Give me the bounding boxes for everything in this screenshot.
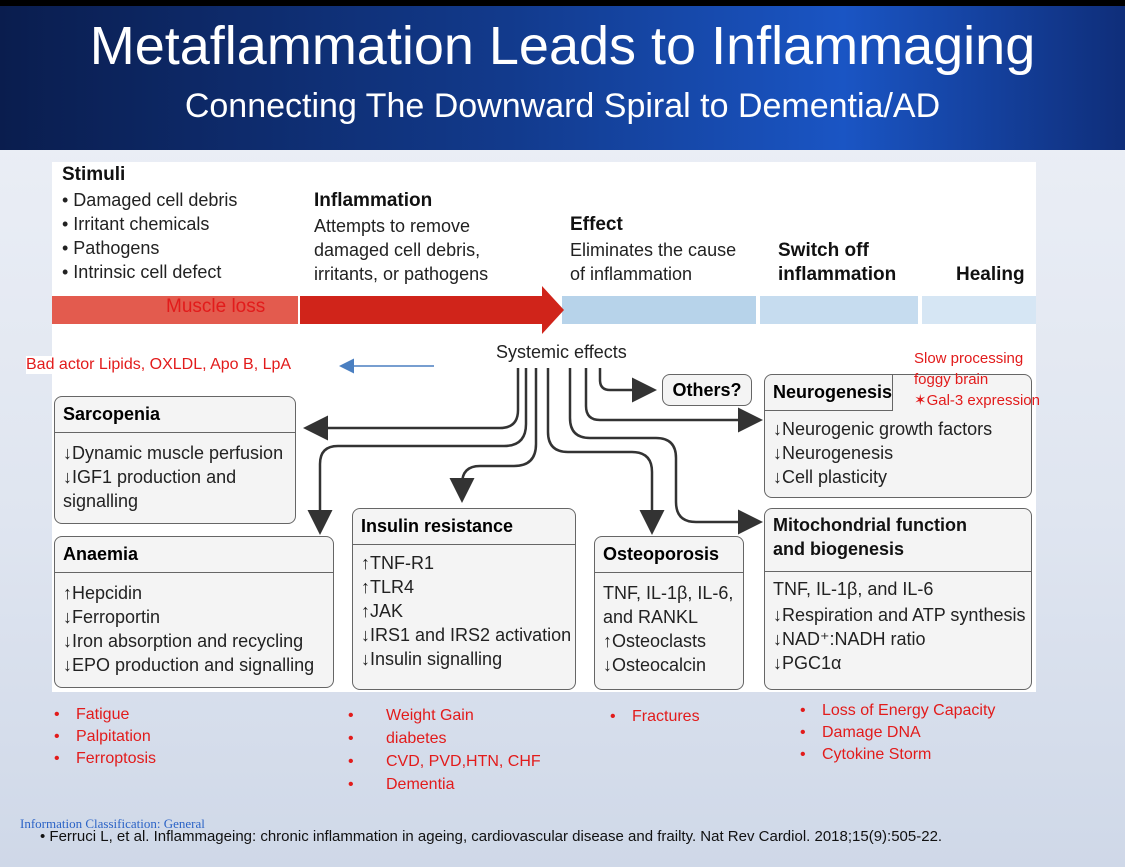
anaemia-title: Anaemia bbox=[55, 537, 333, 573]
stage-bar-healing bbox=[922, 296, 1036, 324]
inflammation-figure: Stimuli • Damaged cell debris • Irritant… bbox=[52, 162, 1036, 692]
systemic-effects-label: Systemic effects bbox=[496, 342, 627, 362]
sarcopenia-line: ↓IGF1 production and bbox=[63, 467, 237, 487]
classification-label: Information Classification: General bbox=[20, 816, 205, 831]
arrow-to-sarcopenia bbox=[303, 368, 520, 441]
effect-line: of inflammation bbox=[570, 264, 693, 284]
arrow-to-neurogenesis bbox=[584, 368, 763, 433]
slide-title: Metaflammation Leads to Inflammaging bbox=[89, 16, 1036, 76]
list-item: •Cytokine Storm bbox=[800, 746, 932, 763]
stimuli-heading: Stimuli bbox=[62, 164, 126, 185]
neurogenesis-title: Neurogenesis bbox=[765, 375, 893, 411]
mitochondrial-line: TNF, IL-1β, and IL-6 bbox=[773, 579, 934, 599]
list-item: •Weight Gain bbox=[348, 707, 474, 724]
diagram-connectors bbox=[303, 286, 763, 535]
mitochondrial-header: Mitochondrial function and biogenesis bbox=[765, 509, 1031, 572]
slide-subtitle: Connecting The Downward Spiral to Dement… bbox=[184, 87, 941, 125]
stage-bar-inflammation bbox=[300, 296, 550, 324]
slide-header: Metaflammation Leads to Inflammaging Con… bbox=[0, 0, 1125, 150]
neurogenesis-line: ↓Cell plasticity bbox=[773, 467, 888, 487]
bad-actor-label: Bad actor Lipids, OXLDL, Apo B, LpA bbox=[26, 356, 292, 374]
list-item: •Fatigue bbox=[54, 706, 130, 723]
inflammation-heading: Inflammation bbox=[314, 190, 433, 211]
inflammation-line: irritants, or pathogens bbox=[314, 264, 489, 284]
list-item: •Loss of Energy Capacity bbox=[800, 702, 996, 719]
citation: • Ferruci L, et al. Inflammageing: chron… bbox=[40, 828, 943, 845]
insulin-title: Insulin resistance bbox=[353, 509, 575, 545]
osteoporosis-line: TNF, IL-1β, IL-6, bbox=[603, 583, 734, 603]
list-item: •diabetes bbox=[348, 730, 447, 747]
inflammation-line: damaged cell debris, bbox=[314, 240, 481, 260]
muscle-loss-label: Muscle loss bbox=[166, 296, 266, 317]
list-item: •Damage DNA bbox=[800, 724, 921, 741]
anaemia-line: ↑Hepcidin bbox=[63, 583, 143, 603]
insulin-line: ↓IRS1 and IRS2 activation bbox=[361, 625, 572, 645]
osteoporosis-title: Osteoporosis bbox=[595, 537, 743, 573]
side-note-line: ✶Gal-3 expression bbox=[914, 392, 1040, 409]
sarcopenia-title: Sarcopenia bbox=[55, 397, 295, 433]
anaemia-line: ↓Ferroportin bbox=[63, 607, 161, 627]
mitochondrial-title: Mitochondrial function bbox=[773, 515, 967, 535]
osteoporosis-outcomes: •Fractures bbox=[610, 706, 700, 728]
neurogenesis-line: ↓Neurogenic growth factors bbox=[773, 419, 993, 439]
header-top-rule bbox=[0, 0, 1125, 6]
sarcopenia-line: ↓Dynamic muscle perfusion bbox=[63, 443, 284, 463]
osteoporosis-line: ↑Osteoclasts bbox=[603, 631, 707, 651]
mitochondrial-line: ↓NAD⁺:NADH ratio bbox=[773, 629, 926, 649]
sarcopenia-line: signalling bbox=[63, 491, 139, 511]
insulin-resistance-box: Insulin resistance ↑TNF-R1 ↑TLR4 ↑JAK ↓I… bbox=[352, 508, 576, 690]
switch-off-heading: inflammation bbox=[778, 264, 897, 285]
anaemia-outcomes: •Fatigue •Palpitation •Ferroptosis bbox=[54, 704, 156, 770]
list-item: •Palpitation bbox=[54, 728, 151, 745]
side-note-line: Slow processing bbox=[914, 350, 1024, 367]
healing-heading: Healing bbox=[956, 264, 1025, 285]
arrow-to-anaemia bbox=[307, 368, 528, 535]
inflammation-line: Attempts to remove bbox=[314, 216, 471, 236]
stimuli-item: • Pathogens bbox=[62, 238, 160, 258]
anaemia-box: Anaemia ↑Hepcidin ↓Ferroportin ↓Iron abs… bbox=[54, 536, 334, 688]
stimuli-item: • Irritant chemicals bbox=[62, 214, 210, 234]
anaemia-line: ↓Iron absorption and recycling bbox=[63, 631, 304, 651]
switch-off-heading: Switch off bbox=[778, 240, 869, 261]
mitochondrial-line: ↓Respiration and ATP synthesis bbox=[773, 605, 1026, 625]
stimuli-item: • Damaged cell debris bbox=[62, 190, 238, 210]
insulin-line: ↑TLR4 bbox=[361, 577, 415, 597]
osteoporosis-line: and RANKL bbox=[603, 607, 699, 627]
osteoporosis-line: ↓Osteocalcin bbox=[603, 655, 707, 675]
side-note: Slow processing foggy brain ✶Gal-3 expre… bbox=[914, 348, 1040, 411]
effect-heading: Effect bbox=[570, 214, 623, 235]
insulin-line: ↑JAK bbox=[361, 601, 404, 621]
insulin-line: ↑TNF-R1 bbox=[361, 553, 434, 573]
list-item: •Fractures bbox=[610, 708, 700, 725]
arrow-to-osteoporosis bbox=[546, 368, 665, 535]
arrow-to-mitochondrial bbox=[568, 368, 763, 535]
stage-bar-stimuli bbox=[52, 296, 298, 324]
neurogenesis-line: ↓Neurogenesis bbox=[773, 443, 894, 463]
sarcopenia-box: Sarcopenia ↓Dynamic muscle perfusion ↓IG… bbox=[54, 396, 296, 524]
inflammation-arrowhead bbox=[542, 286, 564, 334]
stimuli-item: • Intrinsic cell defect bbox=[62, 262, 222, 282]
list-item: •Dementia bbox=[348, 776, 455, 793]
mitochondrial-line: ↓PGC1α bbox=[773, 653, 842, 673]
arrow-to-others bbox=[598, 368, 657, 403]
effect-line: Eliminates the cause bbox=[570, 240, 737, 260]
arrow-to-insulin bbox=[449, 368, 538, 503]
mitochondrial-title: and biogenesis bbox=[773, 539, 905, 559]
others-box: Others? bbox=[662, 374, 752, 406]
insulin-outcomes: •Weight Gain •diabetes •CVD, PVD,HTN, CH… bbox=[348, 704, 541, 796]
osteoporosis-box: Osteoporosis TNF, IL-1β, IL-6, and RANKL… bbox=[594, 536, 744, 690]
mitochondrial-box: Mitochondrial function and biogenesis TN… bbox=[764, 508, 1032, 690]
anaemia-line: ↓EPO production and signalling bbox=[63, 655, 315, 675]
stage-bar-effect bbox=[562, 296, 756, 324]
neurogenesis-box: Neurogenesis ↓Neurogenic growth factors … bbox=[764, 374, 1032, 498]
stage-bar-switch-off bbox=[760, 296, 918, 324]
side-note-line: foggy brain bbox=[914, 371, 989, 388]
list-item: •Ferroptosis bbox=[54, 750, 157, 767]
insulin-line: ↓Insulin signalling bbox=[361, 649, 503, 669]
mitochondrial-outcomes: •Loss of Energy Capacity •Damage DNA •Cy… bbox=[800, 700, 995, 766]
list-item: •CVD, PVD,HTN, CHF bbox=[348, 753, 541, 770]
